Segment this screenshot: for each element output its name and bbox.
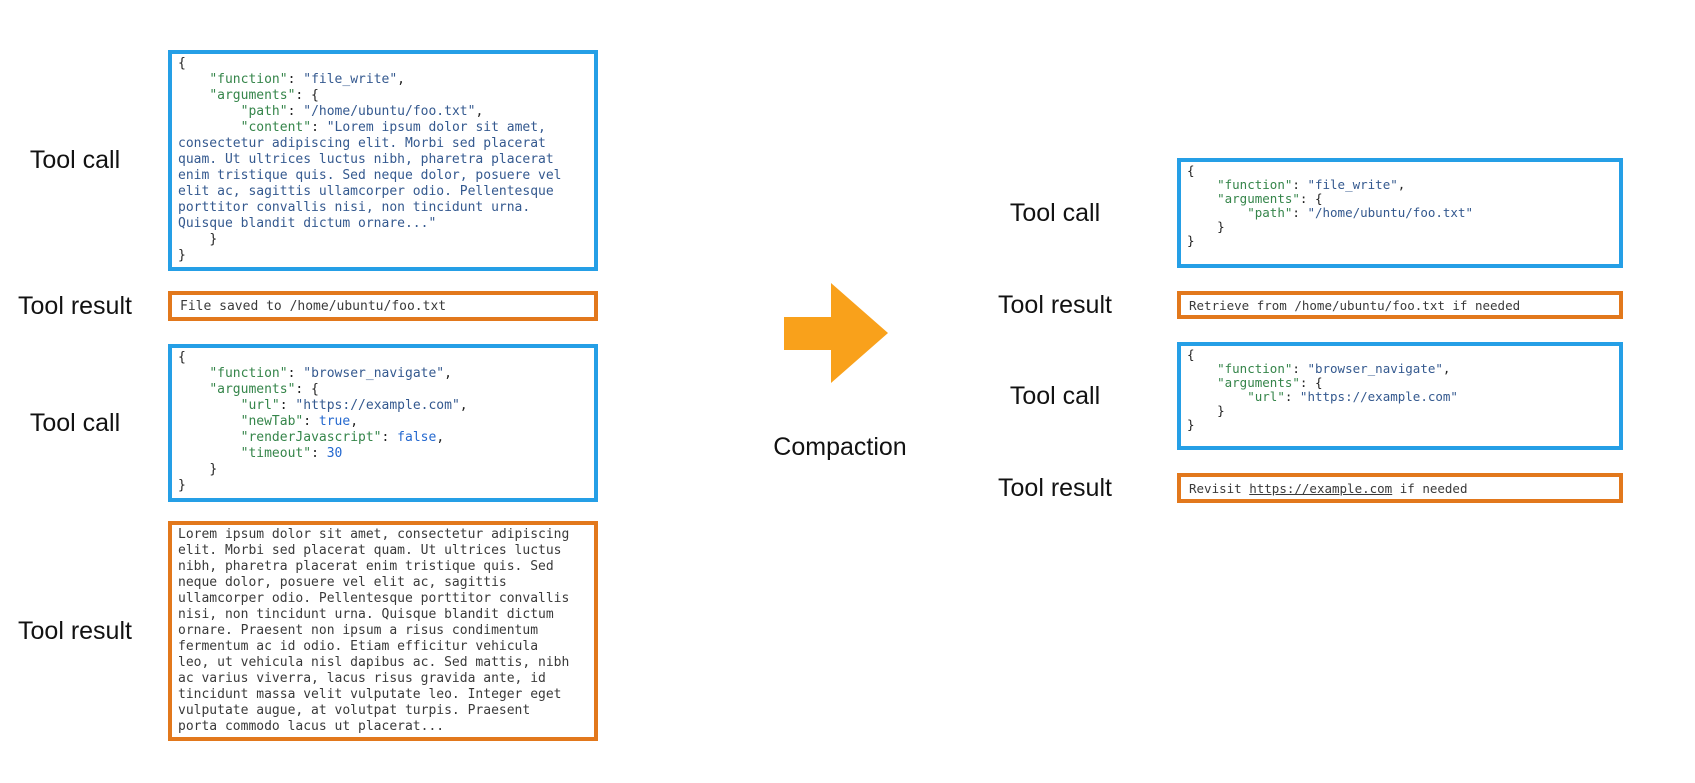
tool-result-label: Tool result	[18, 291, 132, 320]
compaction-arrow-icon	[784, 281, 890, 385]
tool-call-label: Tool call	[1009, 381, 1101, 410]
tool-call-label: Tool call	[1009, 198, 1101, 227]
compaction-label: Compaction	[773, 433, 907, 461]
tool-call-box: { "function": "browser_navigate", "argum…	[168, 344, 598, 502]
tool-call-box: { "function": "file_write", "arguments":…	[1177, 158, 1623, 268]
tool-result-box: File saved to /home/ubuntu/foo.txt	[168, 291, 598, 321]
tool-result-label: Tool result	[18, 616, 132, 645]
tool-result-box: Lorem ipsum dolor sit amet, consectetur …	[168, 521, 598, 741]
tool-call-label: Tool call	[29, 146, 121, 174]
tool-call-label: Tool call	[29, 408, 121, 437]
tool-call-box: { "function": "file_write", "arguments":…	[168, 50, 598, 271]
tool-result-box: Revisit https://example.com if needed	[1177, 473, 1623, 503]
tool-call-box: { "function": "browser_navigate", "argum…	[1177, 342, 1623, 450]
tool-result-box: Retrieve from /home/ubuntu/foo.txt if ne…	[1177, 291, 1623, 319]
tool-result-label: Tool result	[998, 473, 1112, 502]
tool-result-label: Tool result	[998, 290, 1112, 319]
